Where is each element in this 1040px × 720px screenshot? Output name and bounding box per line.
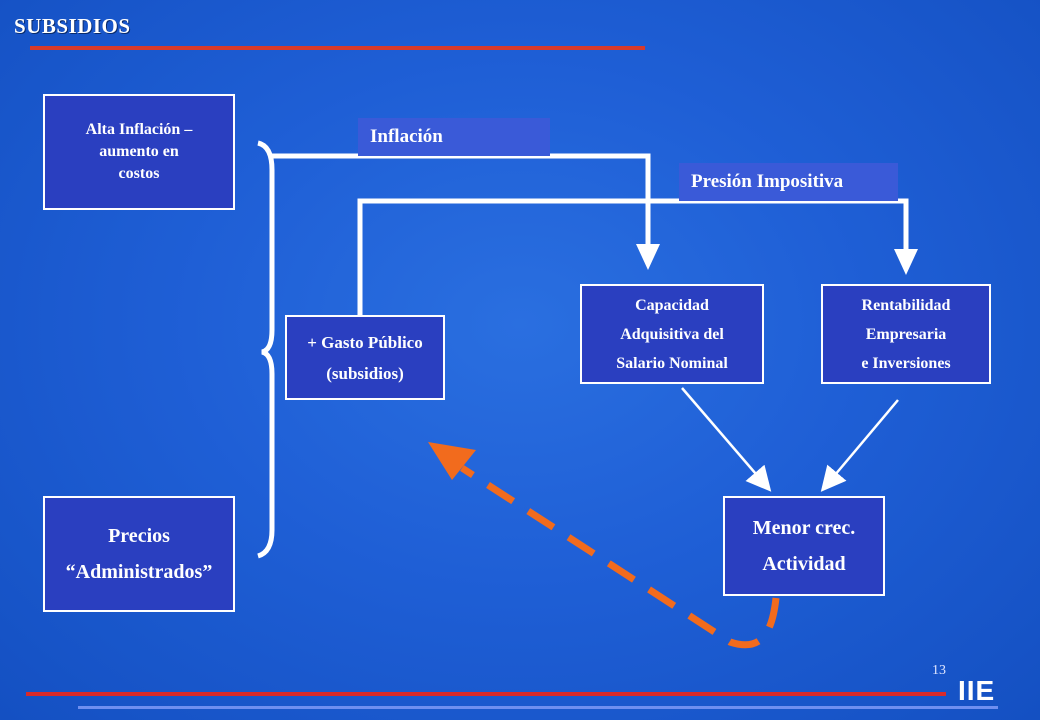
slide-title: SUBSIDIOS	[14, 14, 131, 38]
presion-connector	[357, 198, 909, 315]
gasto-publico-line-2: (subsidios)	[326, 363, 404, 383]
rentabilidad-line-1: Rentabilidad	[861, 296, 951, 314]
presion-arrowhead	[894, 249, 918, 275]
presion-impositiva-label: Presión Impositiva	[679, 163, 898, 201]
rentabilidad-line-2: Empresaria	[865, 325, 947, 343]
alta-inflacion-box: Alta Inflación – aumento en costos	[43, 94, 235, 210]
menor-crec-line-2: Actividad	[762, 553, 846, 575]
precios-line-1: Precios	[108, 525, 170, 547]
iie-logo: IIE	[958, 675, 996, 706]
rentabilidad-line-3: e Inversiones	[861, 354, 951, 372]
alta-inflacion-line-1: Alta Inflación –	[85, 121, 193, 138]
inflacion-label: Inflación	[358, 118, 550, 156]
precios-administrados-box: Precios “Administrados”	[43, 496, 235, 612]
capacidad-adquisitiva-box: Capacidad Adquisitiva del Salario Nomina…	[580, 284, 764, 384]
precios-line-2: “Administrados”	[65, 561, 213, 583]
inflacion-arrowhead	[636, 244, 660, 270]
page-number: 13	[932, 663, 946, 678]
capacidad-line-3: Salario Nominal	[616, 354, 728, 372]
feedback-dashed-arrow	[460, 465, 780, 649]
footer-blue-rule	[78, 706, 998, 709]
capacidad-line-2: Adquisitiva del	[620, 325, 724, 343]
menor-crec-line-1: Menor crec.	[752, 517, 856, 539]
capacidad-to-menor-arrow	[681, 387, 772, 492]
menor-crecimiento-box: Menor crec. Actividad	[723, 496, 885, 596]
footer-red-rule	[26, 692, 946, 696]
gasto-publico-line-1: + Gasto Público	[307, 332, 423, 352]
feedback-arrowhead	[428, 442, 476, 480]
grouping-brace	[257, 140, 275, 559]
alta-inflacion-line-2: aumento en	[99, 143, 179, 160]
alta-inflacion-line-3: costos	[118, 165, 160, 182]
rentabilidad-empresaria-box: Rentabilidad Empresaria e Inversiones	[821, 284, 991, 384]
rentabilidad-to-menor-arrow	[820, 399, 899, 492]
inflacion-connector	[272, 153, 651, 245]
capacidad-line-1: Capacidad	[635, 296, 709, 314]
gasto-publico-box: + Gasto Público (subsidios)	[285, 315, 445, 400]
title-underline	[30, 46, 645, 50]
